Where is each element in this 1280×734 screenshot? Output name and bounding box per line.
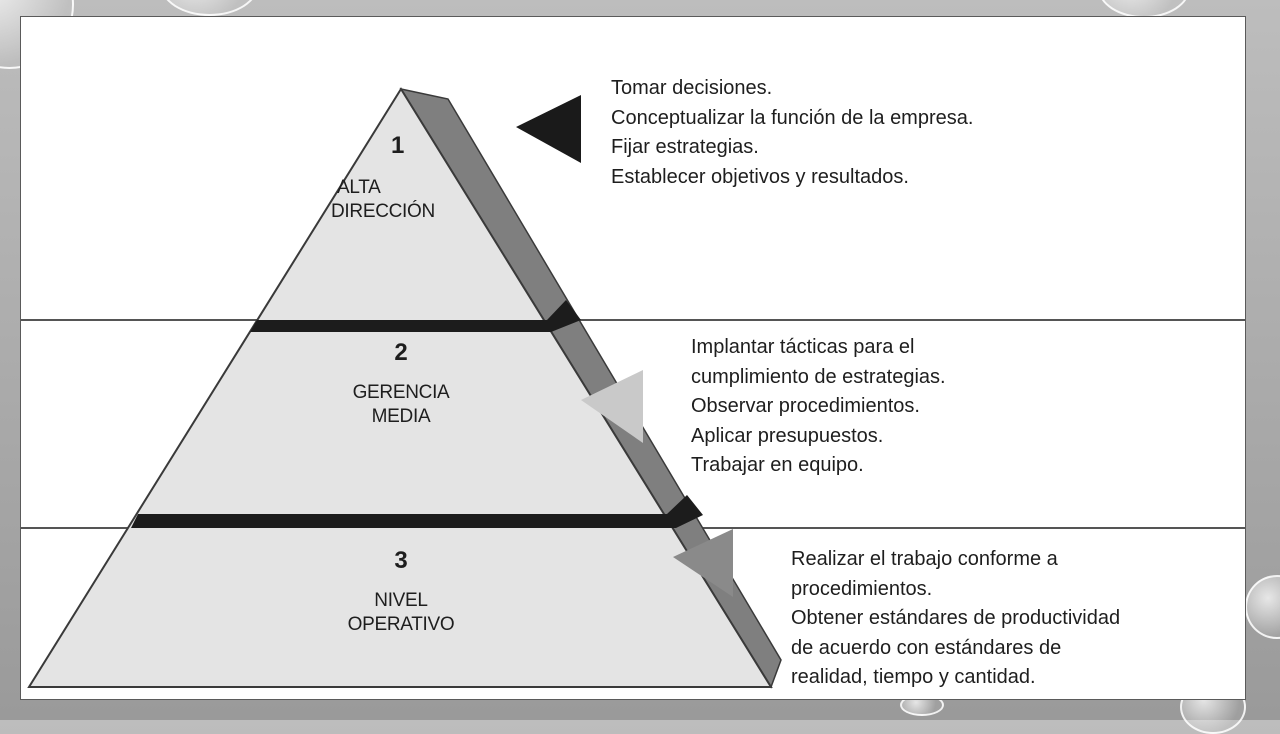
level-2-description-line: Trabajar en equipo. xyxy=(691,454,864,476)
level-2-name-line-1: GERENCIA xyxy=(352,382,450,403)
level-3-description-line: procedimientos. xyxy=(791,577,933,600)
level-1-description-line: Establecer objetivos y resultados. xyxy=(611,165,909,188)
level-1-description-line: Conceptualizar la función de la empresa. xyxy=(611,106,974,129)
level-2-description-line: Aplicar presupuestos. xyxy=(691,424,884,447)
diagram-panel: 1 ALTA DIRECCIÓN 2 GERENCIA MEDIA 3 NIVE… xyxy=(20,16,1246,700)
level-1-name-line-2: DIRECCIÓN xyxy=(331,201,435,222)
arrow-left-icon xyxy=(516,95,581,163)
pyramid-band-bottom xyxy=(131,495,703,528)
level-3-label: 3 NIVEL OPERATIVO xyxy=(321,547,481,637)
pyramid-band-top xyxy=(250,300,581,332)
level-2-description-line: Implantar tácticas para el xyxy=(691,336,915,358)
level-3-name-line-2: OPERATIVO xyxy=(347,614,455,635)
level-1-description-line: Fijar estrategias. xyxy=(611,136,759,158)
level-2-description-line: Observar procedimientos. xyxy=(691,395,920,417)
level-3-description-line: Obtener estándares de productividad xyxy=(791,607,1121,629)
level-3-name-line-1: NIVEL xyxy=(374,590,428,611)
level-1-number: 1 xyxy=(391,132,405,159)
level-2-number: 2 xyxy=(394,339,408,366)
level-2-description-line: cumplimiento de estrategias. xyxy=(691,365,946,388)
level-3-number: 3 xyxy=(394,547,408,574)
level-1-label: 1 ALTA DIRECCIÓN xyxy=(311,132,491,224)
pyramid-diagram xyxy=(21,87,1245,689)
level-3-description: Realizar el trabajo conforme a procedimi… xyxy=(791,545,1120,693)
arrow-down-light-icon xyxy=(581,370,643,443)
bubble-decoration-4 xyxy=(1245,575,1280,639)
level-3-description-line: realidad, tiempo y cantidad. xyxy=(791,666,1036,688)
level-1-description-line: Tomar decisiones. xyxy=(611,77,773,99)
arrow-down-mid-icon xyxy=(673,529,733,597)
level-3-description-line: de acuerdo con estándares de xyxy=(791,636,1062,659)
level-2-description: Implantar tácticas para el cumplimiento … xyxy=(691,333,946,481)
level-2-label: 2 GERENCIA MEDIA xyxy=(321,339,481,429)
bubble-decoration-2 xyxy=(160,0,259,16)
level-3-description-line: Realizar el trabajo conforme a xyxy=(791,548,1058,570)
level-1-name-line-1: ALTA xyxy=(337,177,381,198)
pyramid-front-face xyxy=(27,87,773,688)
level-1-description: Tomar decisiones. Conceptualizar la func… xyxy=(611,74,973,192)
level-2-name-line-2: MEDIA xyxy=(371,406,431,427)
